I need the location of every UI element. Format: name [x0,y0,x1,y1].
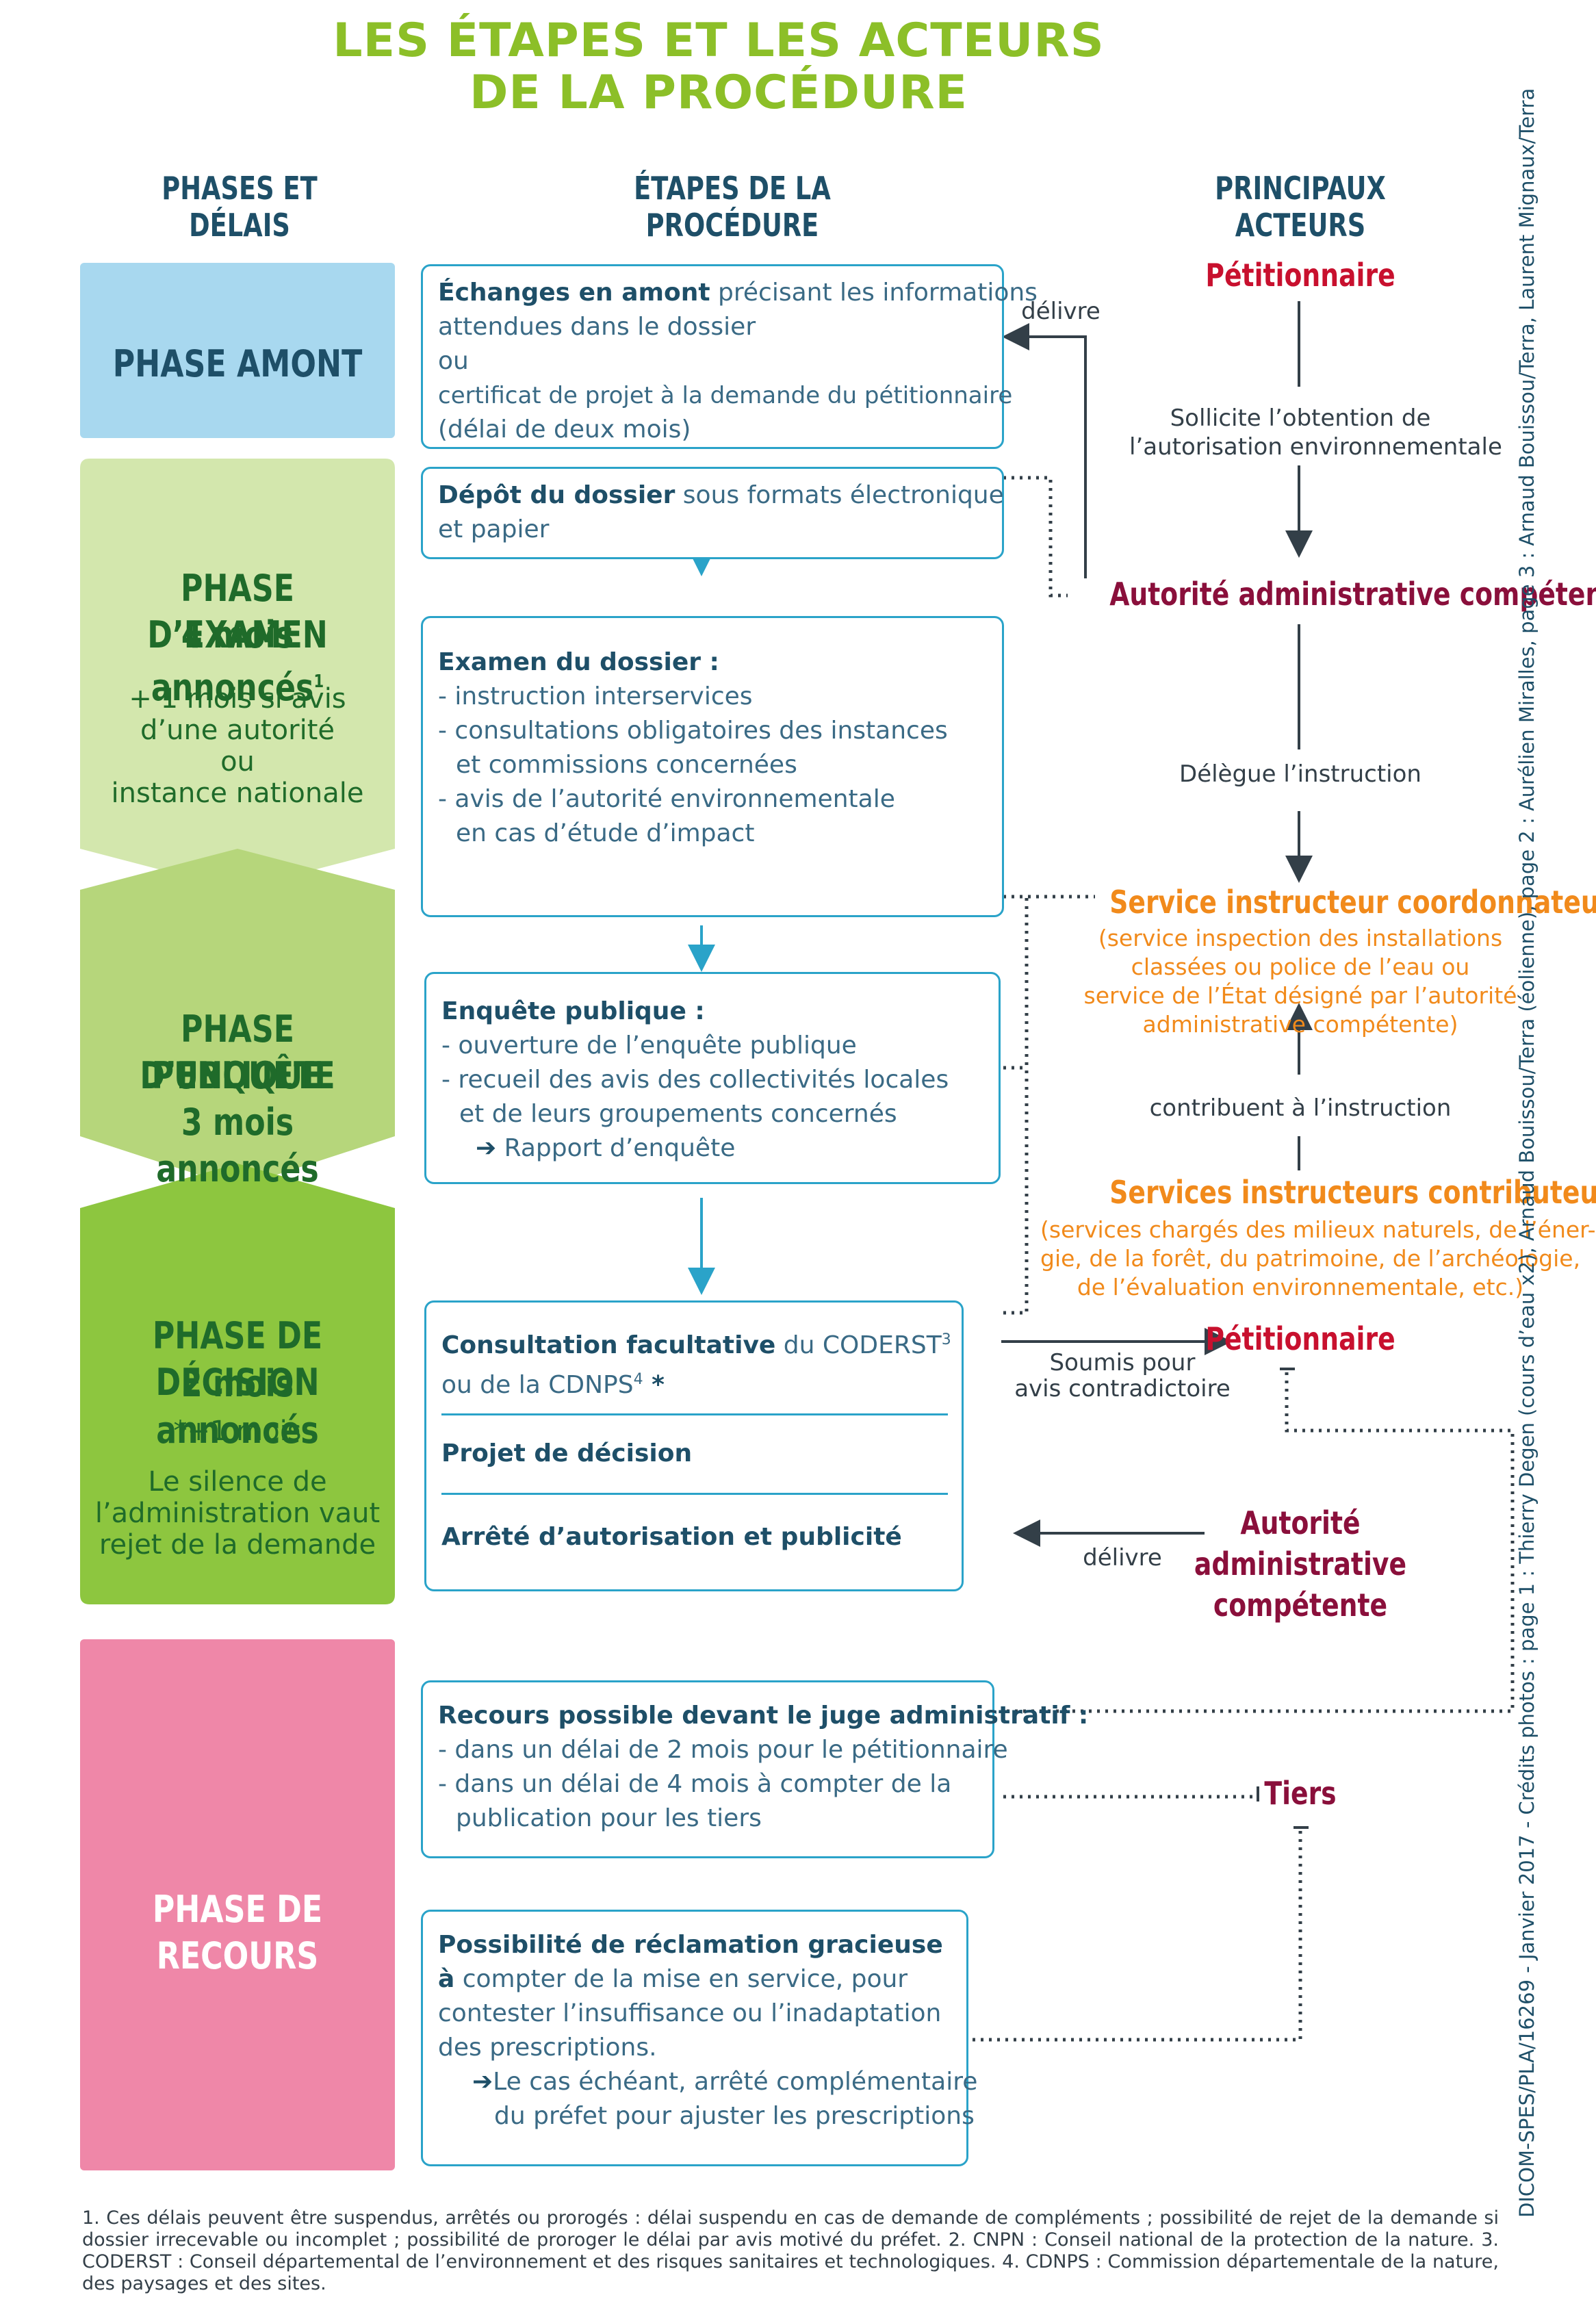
step-decision-arrete: Arrêté d’autorisation et publicité [441,1523,902,1551]
phase-decision-silence-3: rejet de la demande [99,1529,376,1561]
services-contributeurs-note-1: (services chargés des milieux naturels, … [1040,1216,1596,1243]
service-coordonnateur-note-4: administrative compétente) [1142,1011,1458,1038]
label-contribuent: contribuent à l’instruction [1149,1094,1452,1122]
services-contributeurs-note-2: gie, de la forêt, du patrimoine, de l’ar… [1040,1245,1581,1272]
step-enquete-item-3: et de leurs groupements concernés [459,1100,897,1128]
phase-examen-duration: 4 mois annoncés1 [151,613,324,709]
step-reclamation-line-2: contester l’insuffisance ou l’inadaptati… [438,1999,942,2027]
phase-decision-silence-1: Le silence de [148,1466,327,1498]
decision-separator-1 [441,1413,948,1415]
service-coordonnateur-note-1: (service inspection des installations [1098,925,1503,951]
step-depot-line-1: Dépôt du dossier sous formats électroniq… [438,481,1004,509]
step-enquete-box: Enquête publique : - ouverture de l’enqu… [424,972,1001,1184]
phase-decision-extra: *+1 mois [173,1415,302,1447]
services-contributeurs-note-3: de l’évaluation environnementale, etc.) [1077,1274,1524,1300]
step-reclamation-line-3: des prescriptions. [438,2034,657,2062]
step-enquete-title: Enquête publique : [441,997,705,1025]
phase-enquete-duration: 3 mois annoncés [156,1101,319,1190]
step-recours-item-2: - dans un délai de 4 mois à compter de l… [438,1770,952,1798]
phase-recours-label: PHASE DE RECOURS [152,1888,323,1977]
phase-examen-extra-4: instance nationale [111,778,364,809]
step-decision-consultation-1: Consultation facultative du CODERST3 [441,1331,951,1359]
phase-enquete-shape [80,849,395,1188]
label-delivre-top: délivre [1021,298,1101,325]
step-reclamation-title: Possibilité de réclamation gracieuse [438,1931,943,1959]
actor-services-contributeurs: Services instructeurs contributeurs [1109,1174,1596,1211]
actor-petitionnaire-top: Pétitionnaire [1205,257,1395,294]
step-echanges-box: Échanges en amont précisant les informat… [421,264,1038,449]
phase-examen-shape [80,459,395,890]
actor-autorite-competente: Autorité administrative compétente [1109,576,1596,613]
step-recours-item-3: publication pour les tiers [456,1804,762,1832]
service-coordonnateur-note-3: service de l’État désigné par l’autorité [1083,982,1517,1009]
phase-decision-silence-2: l’administration vaut [94,1498,381,1529]
step-reclamation-box: Possibilité de réclamation gracieuse à c… [421,1910,978,2166]
column-header-phases: PHASES ET DÉLAIS [162,170,318,244]
step-echanges-line-2: attendues dans le dossier [438,313,756,341]
step-decision-box: Consultation facultative du CODERST3 ou … [424,1300,964,1591]
phase-amont-label: PHASE AMONT [112,342,363,385]
step-examen-item-3: et commissions concernées [456,751,797,779]
main-title-line-1: LES ÉTAPES ET LES ACTEURS [333,14,1105,68]
step-recours-item-1: - dans un délai de 2 mois pour le pétiti… [438,1736,1008,1764]
label-soumis-1: Soumis pour [1049,1349,1196,1376]
actor-autorite-decision-1: Autorité [1240,1504,1361,1541]
step-echanges-line-4: certificat de projet à la demande du pét… [438,382,1013,409]
label-delegue: Délègue l’instruction [1179,760,1421,788]
actor-autorite-decision-2: administrative [1194,1546,1407,1582]
photo-credits: DICOM-SPES/PLA/16269 - Janvier 2017 - Cr… [1515,88,1539,2218]
phase-decision-shape [80,1164,395,1604]
phase-examen-extra-3: ou [220,746,255,778]
phase-decision-title: PHASE DE DÉCISION [152,1314,323,1404]
step-echanges-line-3: ou [438,347,469,375]
step-decision-projet: Projet de décision [441,1439,693,1467]
phase-amont-shape [80,263,395,438]
step-enquete-item-2: - recueil des avis des collectivités loc… [441,1066,949,1094]
phase-enquete-title-2: PUBLIQUE [151,1054,324,1097]
actor-service-coordonnateur: Service instructeur coordonnateur [1109,884,1596,921]
step-depot-box: Dépôt du dossier sous formats électroniq… [421,467,1004,559]
step-reclamation-line-1: à compter de la mise en service, pour [438,1965,908,1993]
label-soumis-2: avis contradictoire [1014,1375,1231,1402]
footnote: 1. Ces délais peuvent être suspendus, ar… [82,2207,1499,2294]
arrow-right-icon: ➔ [476,1134,497,1162]
step-enquete-item-1: - ouverture de l’enquête publique [441,1031,857,1060]
label-delivre-decision: délivre [1083,1544,1162,1572]
step-recours-title: Recours possible devant le juge administ… [438,1702,1089,1730]
step-recours-box: Recours possible devant le juge administ… [421,1680,1089,1858]
step-echanges-line-1: Échanges en amont précisant les informat… [438,279,1038,307]
step-examen-title: Examen du dossier : [438,648,719,676]
column-header-actors: PRINCIPAUX ACTEURS [1215,170,1386,244]
actor-autorite-decision-3: compétente [1213,1587,1388,1624]
arrow-right-icon: ➔ [472,2068,493,2096]
actor-tiers: Tiers [1264,1775,1337,1812]
step-examen-item-1: - instruction interservices [438,682,753,710]
decision-separator-2 [441,1493,948,1495]
phase-examen-extra-1: + 1 mois si avis [129,683,346,715]
phase-examen-title: PHASE D’EXAMEN [147,567,328,656]
label-sollicite-1: Sollicite l’obtention de [1170,405,1431,432]
actor-petitionnaire-decision: Pétitionnaire [1205,1320,1395,1357]
step-examen-item-2: - consultations obligatoires des instanc… [438,717,948,745]
phase-enquete-title-1: PHASE D’ENQUÊTE [140,1008,335,1097]
step-examen-box: Examen du dossier : - instruction inters… [421,616,1004,917]
label-sollicite-2: l’autorisation environnementale [1129,433,1502,461]
phase-examen-extra-2: d’une autorité [140,715,335,746]
step-examen-item-5: en cas d’étude d’impact [456,819,755,847]
step-decision-consultation-2: ou de la CDNPS4 * [441,1371,665,1399]
service-coordonnateur-note-2: classées ou police de l’eau ou [1131,953,1470,980]
main-title-line-2: DE LA PROCÉDURE [469,66,968,120]
phase-decision-duration: 2 mois annoncés [156,1362,319,1452]
step-reclamation-line-4: ➔Le cas échéant, arrêté complémentaire [472,2068,978,2096]
column-header-steps: ÉTAPES DE LA PROCÉDURE [634,170,831,244]
step-echanges-line-5: (délai de deux mois) [438,415,691,444]
step-reclamation-line-5: du préfet pour ajuster les prescriptions [494,2102,975,2130]
phase-recours-shape [80,1639,395,2170]
step-depot-line-2: et papier [438,515,550,543]
step-enquete-item-4: ➔ Rapport d’enquête [476,1134,736,1162]
step-examen-item-4: - avis de l’autorité environnementale [438,785,895,813]
